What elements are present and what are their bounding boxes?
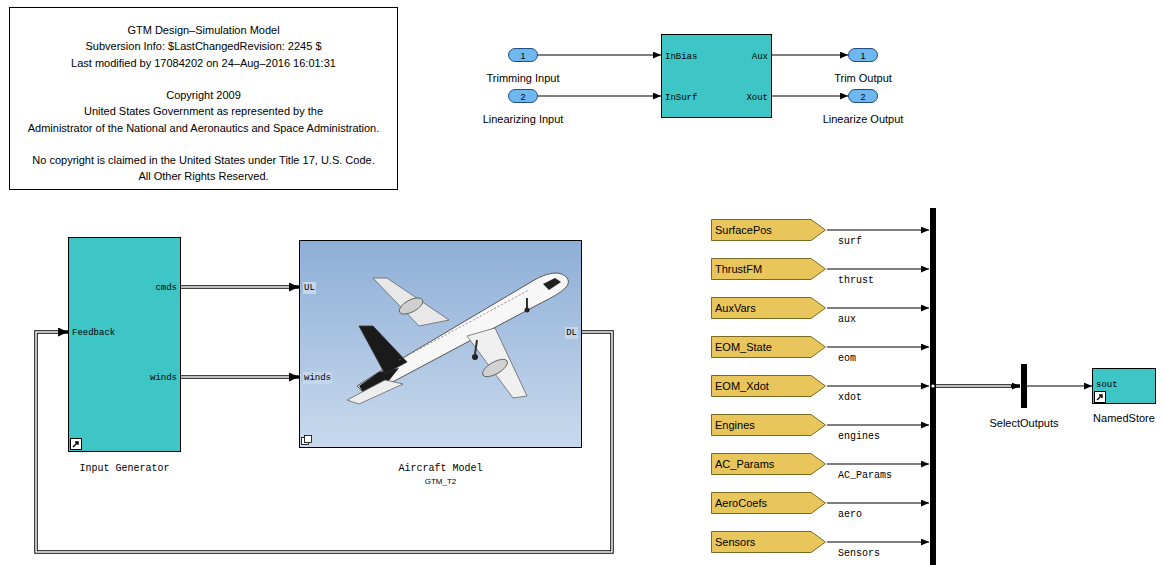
from-tag: EOM_State <box>711 336 826 358</box>
port-label: winds <box>150 372 177 384</box>
signal-connector <box>1027 385 1092 386</box>
signal-label: eom <box>838 353 856 364</box>
note-text: GTM Design–Simulation Model <box>127 23 279 37</box>
inport-oval: 2Linearizing Input <box>508 89 538 103</box>
note-text: Last modified by 17084202 on 24–Aug–2016… <box>71 56 336 70</box>
block-subtitle: GTM_T2 <box>425 476 457 487</box>
from-tag: Engines <box>711 414 826 436</box>
port-number: 1 <box>520 50 525 62</box>
outport-oval: 1Trim Output <box>848 48 878 62</box>
tag-name: SurfacePos <box>715 219 772 241</box>
bus-selector: SelectOutputs <box>1021 364 1027 408</box>
note-text: Copyright 2009 <box>166 88 241 102</box>
signal-label: surf <box>838 236 862 247</box>
note-text: United States Government as represented … <box>84 104 323 118</box>
signal-connector <box>772 54 848 55</box>
port-label: InBias <box>665 51 697 63</box>
port-name: Linearizing Input <box>483 112 564 126</box>
signal-label: Sensors <box>838 548 880 559</box>
port-name: Trimming Input <box>487 71 560 85</box>
signal-connector <box>772 95 848 96</box>
port-label: cmds <box>155 282 177 294</box>
signal-connector <box>538 95 661 96</box>
annotation-box: GTM Design–Simulation ModelSubversion In… <box>9 7 398 190</box>
from-tag: AC_Params <box>711 453 826 475</box>
inport-oval: 1Trimming Input <box>508 48 538 62</box>
tag-name: Engines <box>715 414 755 436</box>
port-label: sout <box>1096 379 1118 391</box>
outport-oval: 2Linearize Output <box>848 89 878 103</box>
tag-name: AeroCoefs <box>715 492 767 514</box>
port-label: UL <box>303 282 316 294</box>
from-tag: ThrustFM <box>711 258 826 280</box>
tag-name: AuxVars <box>715 297 756 319</box>
note-text: Subversion Info: $LastChangedRevision: 2… <box>85 39 321 53</box>
signal-label: aux <box>838 314 856 325</box>
port-label: InSurf <box>665 92 697 104</box>
aircraft-block: ULwindsDLAircraft ModelGTM_T2 <box>299 240 582 448</box>
tag-name: EOM_State <box>715 336 772 358</box>
subsystem-block: InBiasInSurf AuxXout <box>661 34 772 118</box>
bus-connector <box>181 285 299 289</box>
port-name: Trim Output <box>834 71 892 85</box>
port-number: 2 <box>520 91 525 103</box>
block-name: NamedStore <box>1093 411 1155 425</box>
tag-name: EOM_Xdot <box>715 375 769 397</box>
signal-connector <box>538 54 661 55</box>
port-number: 2 <box>860 91 865 103</box>
from-tag: Sensors <box>711 531 826 553</box>
from-tag: SurfacePos <box>711 219 826 241</box>
tag-name: AC_Params <box>715 453 774 475</box>
bus-output-line <box>936 386 1020 387</box>
signal-label: AC_Params <box>838 470 892 481</box>
note-text: Administrator of the National and Aerona… <box>28 121 380 135</box>
bus-output-dot <box>931 384 934 387</box>
from-tag: AeroCoefs <box>711 492 826 514</box>
signal-label: aero <box>838 509 862 520</box>
from-tag: AuxVars <box>711 297 826 319</box>
bus-connector <box>181 375 299 379</box>
tag-name: Sensors <box>715 531 755 553</box>
signal-label: xdot <box>838 392 862 403</box>
note-text: All Other Rights Reserved. <box>138 169 268 183</box>
block-name: SelectOutputs <box>989 416 1058 430</box>
bus-line-core <box>181 376 289 378</box>
signal-lines <box>827 230 929 542</box>
signal-label: engines <box>838 431 880 442</box>
tag-name: ThrustFM <box>715 258 762 280</box>
port-label: winds <box>303 372 332 384</box>
block-name: Aircraft Model <box>398 462 482 475</box>
bus-line-core <box>181 286 289 288</box>
port-number: 1 <box>860 50 865 62</box>
aircraft-picture <box>299 240 582 448</box>
store-block: soutNamedStore <box>1092 368 1156 404</box>
note-text: No copyright is claimed in the United St… <box>32 153 374 167</box>
subsystem-block: FeedbackcmdswindsInput Generator <box>68 237 181 452</box>
from-tag: EOM_Xdot <box>711 375 826 397</box>
port-label: Xout <box>746 92 768 104</box>
port-label: Aux <box>752 51 768 63</box>
bus-creator-bar <box>930 208 936 565</box>
port-name: Linearize Output <box>823 112 904 126</box>
port-label: DL <box>565 327 578 339</box>
port-label: Feedback <box>72 327 115 339</box>
library-link-icon <box>302 436 312 445</box>
signal-label: thrust <box>838 275 874 286</box>
block-name: Input Generator <box>79 462 169 475</box>
